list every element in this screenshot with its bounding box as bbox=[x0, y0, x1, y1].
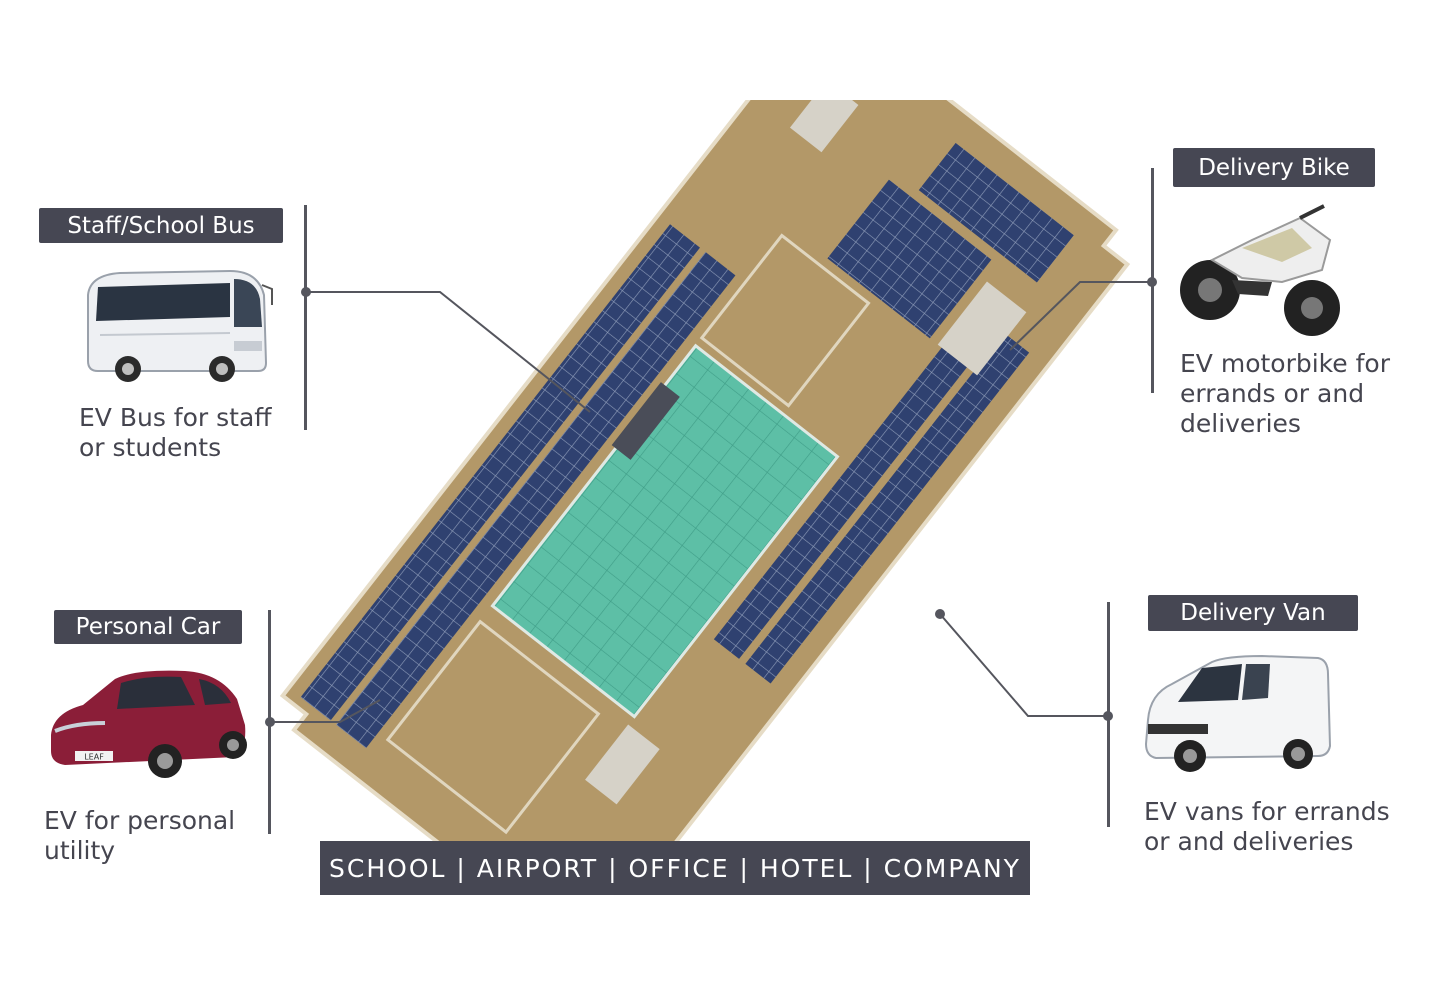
bus-callout-divider bbox=[304, 205, 307, 430]
car-description-line-2: utility bbox=[44, 836, 116, 865]
rooftop-solar-building-image bbox=[279, 100, 1131, 860]
bike-description-line-1: EV motorbike for bbox=[1180, 349, 1390, 378]
car-plate: LEAF bbox=[84, 753, 104, 762]
bike-description-line-2: errands or and bbox=[1180, 379, 1365, 408]
car-icon: LEAF bbox=[51, 670, 247, 778]
bus-title-tag: Staff/School Bus bbox=[39, 208, 283, 243]
car-description-line-1: EV for personal bbox=[44, 806, 236, 835]
car-title-tag: Personal Car bbox=[54, 610, 242, 644]
van-description-line-1: EV vans for errands bbox=[1144, 797, 1390, 826]
bus-description: EV Bus for staff or students bbox=[79, 403, 272, 463]
bike-description: EV motorbike for errands or and deliveri… bbox=[1180, 349, 1390, 439]
car-description: EV for personal utility bbox=[44, 806, 235, 866]
bus-description-line-1: EV Bus for staff bbox=[79, 403, 272, 432]
van-callout-divider bbox=[1107, 602, 1110, 827]
van-description: EV vans for errands or and deliveries bbox=[1144, 797, 1390, 857]
motorbike-icon bbox=[1180, 204, 1340, 336]
van-description-line-2: or and deliveries bbox=[1144, 827, 1354, 856]
van-icon bbox=[1144, 654, 1332, 772]
bus-icon bbox=[87, 269, 273, 382]
car-callout-divider bbox=[268, 610, 271, 834]
bike-description-line-3: deliveries bbox=[1180, 409, 1301, 438]
bus-description-line-2: or students bbox=[79, 433, 222, 462]
use-case-banner: SCHOOL | AIRPORT | OFFICE | HOTEL | COMP… bbox=[320, 841, 1030, 895]
van-title-tag: Delivery Van bbox=[1148, 595, 1358, 631]
bike-title-tag: Delivery Bike bbox=[1173, 148, 1375, 187]
bike-callout-divider bbox=[1151, 168, 1154, 393]
